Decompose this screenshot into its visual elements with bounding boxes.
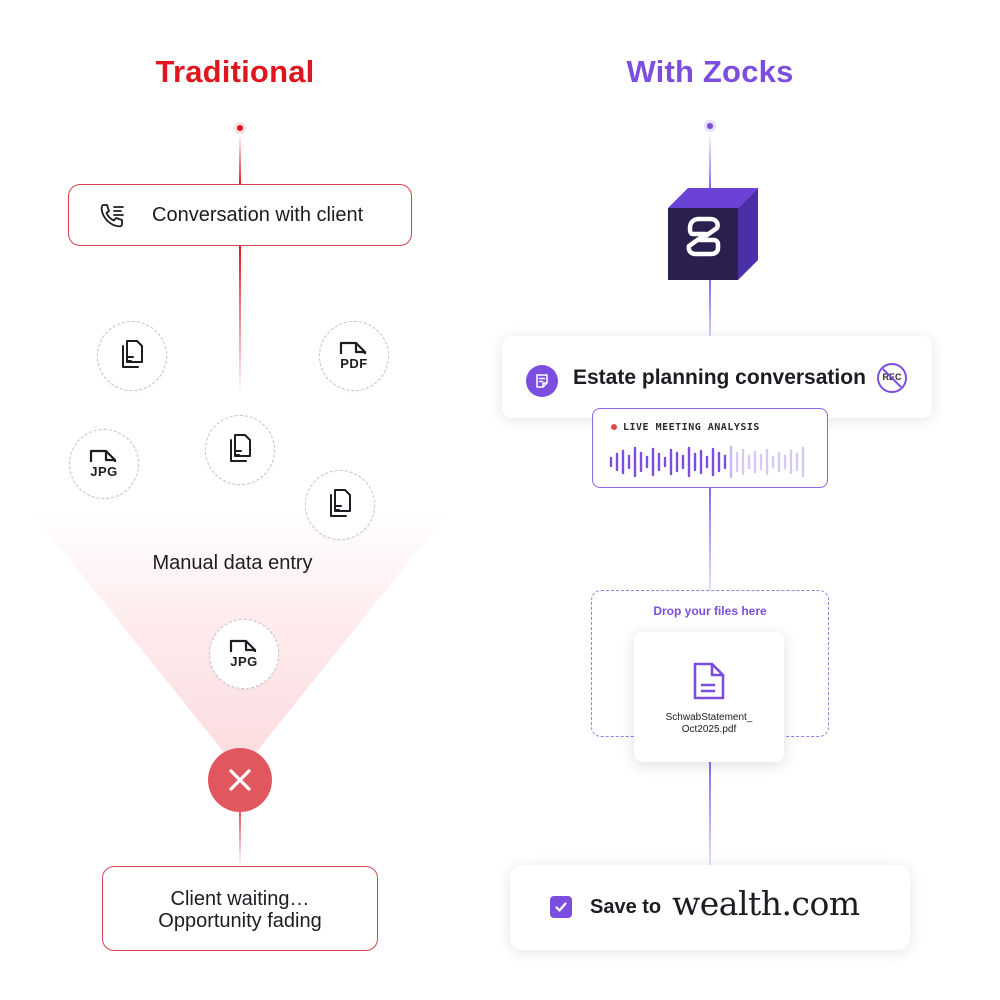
zocks-connector-bottom	[709, 762, 711, 866]
estate-planning-label: Estate planning conversation	[573, 366, 866, 389]
audio-waveform	[609, 445, 805, 479]
file-name: SchwabStatement_ Oct2025.pdf	[634, 712, 784, 736]
traditional-connector-bottom	[239, 812, 241, 867]
file-corner-icon	[229, 639, 257, 652]
document-icon	[692, 661, 726, 706]
traditional-connector-middle	[239, 245, 241, 395]
pdf-file-circle: PDF	[319, 321, 389, 391]
outcome-card: Client waiting… Opportunity fading	[102, 866, 378, 951]
document-circle	[305, 470, 375, 540]
documents-icon	[324, 486, 356, 525]
document-circle	[205, 415, 275, 485]
file-name-line-2: Oct2025.pdf	[681, 724, 737, 735]
live-indicator-dot	[611, 424, 617, 430]
live-meeting-analysis-label: LIVE MEETING ANALYSIS	[623, 422, 760, 433]
zocks-connector-mid	[709, 488, 711, 590]
checked-checkbox-icon[interactable]	[550, 896, 572, 918]
error-indicator	[208, 748, 272, 812]
jpg-badge: JPG	[230, 654, 258, 669]
close-icon	[229, 769, 251, 791]
uploaded-file-card[interactable]: SchwabStatement_ Oct2025.pdf	[634, 632, 784, 762]
zocks-connector-top	[709, 132, 711, 188]
estate-planning-card: Estate planning conversation REC	[502, 336, 932, 418]
wealth-brand-logo: wealth.com	[672, 884, 860, 923]
outcome-line-2: Opportunity fading	[158, 910, 322, 932]
zocks-start-dot-core	[707, 123, 713, 129]
file-corner-icon	[89, 449, 117, 462]
note-icon	[526, 365, 558, 397]
document-circle	[97, 321, 167, 391]
traditional-start-dot-core	[237, 125, 243, 131]
jpg-file-circle: JPG	[209, 619, 279, 689]
save-to-label: Save to	[590, 896, 662, 918]
drop-files-label: Drop your files here	[653, 604, 767, 618]
jpg-file-circle: JPG	[69, 429, 139, 499]
traditional-connector-top	[239, 134, 241, 185]
phone-list-icon	[97, 201, 127, 236]
zocks-logo	[668, 188, 758, 280]
conversation-with-client-card: Conversation with client	[68, 184, 412, 246]
manual-data-entry-label: Manual data entry	[152, 552, 313, 574]
pdf-badge: PDF	[340, 356, 368, 371]
save-to-wealth-card: Save to wealth.com	[510, 865, 910, 950]
documents-icon	[224, 431, 256, 470]
jpg-badge: JPG	[90, 464, 118, 479]
traditional-title: Traditional	[155, 54, 315, 89]
outcome-line-1: Client waiting…	[170, 888, 310, 910]
file-name-line-1: SchwabStatement_	[665, 712, 753, 723]
file-corner-icon	[339, 341, 367, 354]
zocks-title: With Zocks	[626, 54, 794, 89]
live-meeting-analysis-panel: LIVE MEETING ANALYSIS	[592, 408, 828, 488]
no-record-icon: REC	[877, 363, 907, 393]
zocks-connector-logo	[709, 280, 711, 336]
conversation-with-client-label: Conversation with client	[152, 204, 364, 226]
documents-icon	[116, 337, 148, 376]
